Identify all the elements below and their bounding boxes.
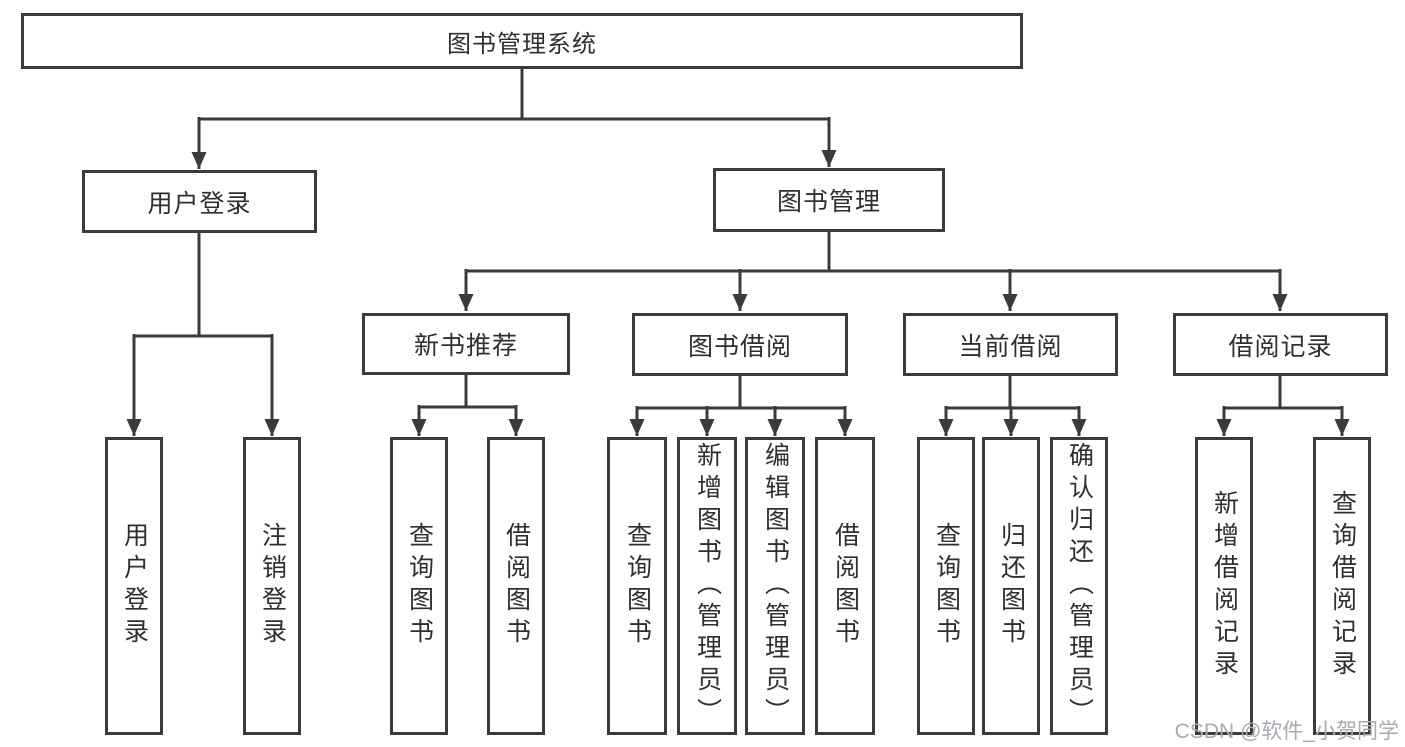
leaf-logout: 注销登录 <box>243 437 301 735</box>
connector-borrow-records-trunk <box>1224 376 1342 410</box>
node-borrow-records: 借阅记录 <box>1173 313 1388 376</box>
leaf-bb-add-books-label: 新增图书（管理员） <box>693 442 722 730</box>
leaf-bb-borrow-books: 借阅图书 <box>815 437 875 735</box>
leaf-br-query-record-label: 查询借阅记录 <box>1328 490 1357 682</box>
leaf-cb-return-books-label: 归还图书 <box>997 522 1026 650</box>
connector-current-borrow-trunk <box>946 376 1079 410</box>
node-new-book: 新书推荐 <box>362 313 570 375</box>
node-book-borrow: 图书借阅 <box>632 313 848 376</box>
leaf-bb-query-books: 查询图书 <box>607 437 667 735</box>
leaf-logout-label: 注销登录 <box>258 522 287 650</box>
leaf-bb-edit-books-label: 编辑图书（管理员） <box>761 442 790 730</box>
leaf-bb-query-books-label: 查询图书 <box>623 522 652 650</box>
leaf-bb-edit-books: 编辑图书（管理员） <box>745 437 805 735</box>
leaf-nb-query-books-label: 查询图书 <box>405 522 434 650</box>
leaf-nb-borrow-books-label: 借阅图书 <box>502 522 531 650</box>
connector-book-mgmt-trunk <box>466 232 1280 273</box>
node-root: 图书管理系统 <box>21 13 1023 69</box>
leaf-cb-confirm-return-label: 确认归还（管理员） <box>1065 442 1094 730</box>
leaf-cb-query-books: 查询图书 <box>917 437 975 735</box>
leaf-nb-borrow-books: 借阅图书 <box>487 437 545 735</box>
connector-root-trunk <box>199 69 829 121</box>
leaf-cb-query-books-label: 查询图书 <box>932 522 961 650</box>
leaf-nb-query-books: 查询图书 <box>390 437 448 735</box>
leaf-br-add-record: 新增借阅记录 <box>1195 437 1253 735</box>
node-root-label: 图书管理系统 <box>447 30 597 58</box>
node-book-borrow-label: 图书借阅 <box>687 332 792 361</box>
connector-book-borrow-trunk <box>637 376 845 410</box>
leaf-br-add-record-label: 新增借阅记录 <box>1210 490 1239 682</box>
leaf-user-login: 用户登录 <box>105 437 163 735</box>
connector-user-login-trunk <box>134 233 272 338</box>
node-book-mgmt-label: 图书管理 <box>776 188 881 216</box>
leaf-user-login-label: 用户登录 <box>120 522 149 650</box>
node-user-login-label: 用户登录 <box>147 189 252 218</box>
leaf-br-query-record: 查询借阅记录 <box>1313 437 1371 735</box>
node-user-login: 用户登录 <box>82 170 317 233</box>
node-new-book-label: 新书推荐 <box>413 332 518 360</box>
node-borrow-records-label: 借阅记录 <box>1228 332 1333 361</box>
node-current-borrow: 当前借阅 <box>903 313 1118 376</box>
node-current-borrow-label: 当前借阅 <box>958 332 1063 361</box>
leaf-bb-borrow-books-label: 借阅图书 <box>831 522 860 650</box>
leaf-cb-return-books: 归还图书 <box>982 437 1040 735</box>
csdn-watermark: CSDN @软件_小贺同学 <box>1174 720 1399 743</box>
node-book-mgmt: 图书管理 <box>713 168 945 232</box>
connector-new-book-trunk <box>419 375 516 409</box>
leaf-cb-confirm-return: 确认归还（管理员） <box>1050 437 1108 735</box>
leaf-bb-add-books: 新增图书（管理员） <box>677 437 737 735</box>
